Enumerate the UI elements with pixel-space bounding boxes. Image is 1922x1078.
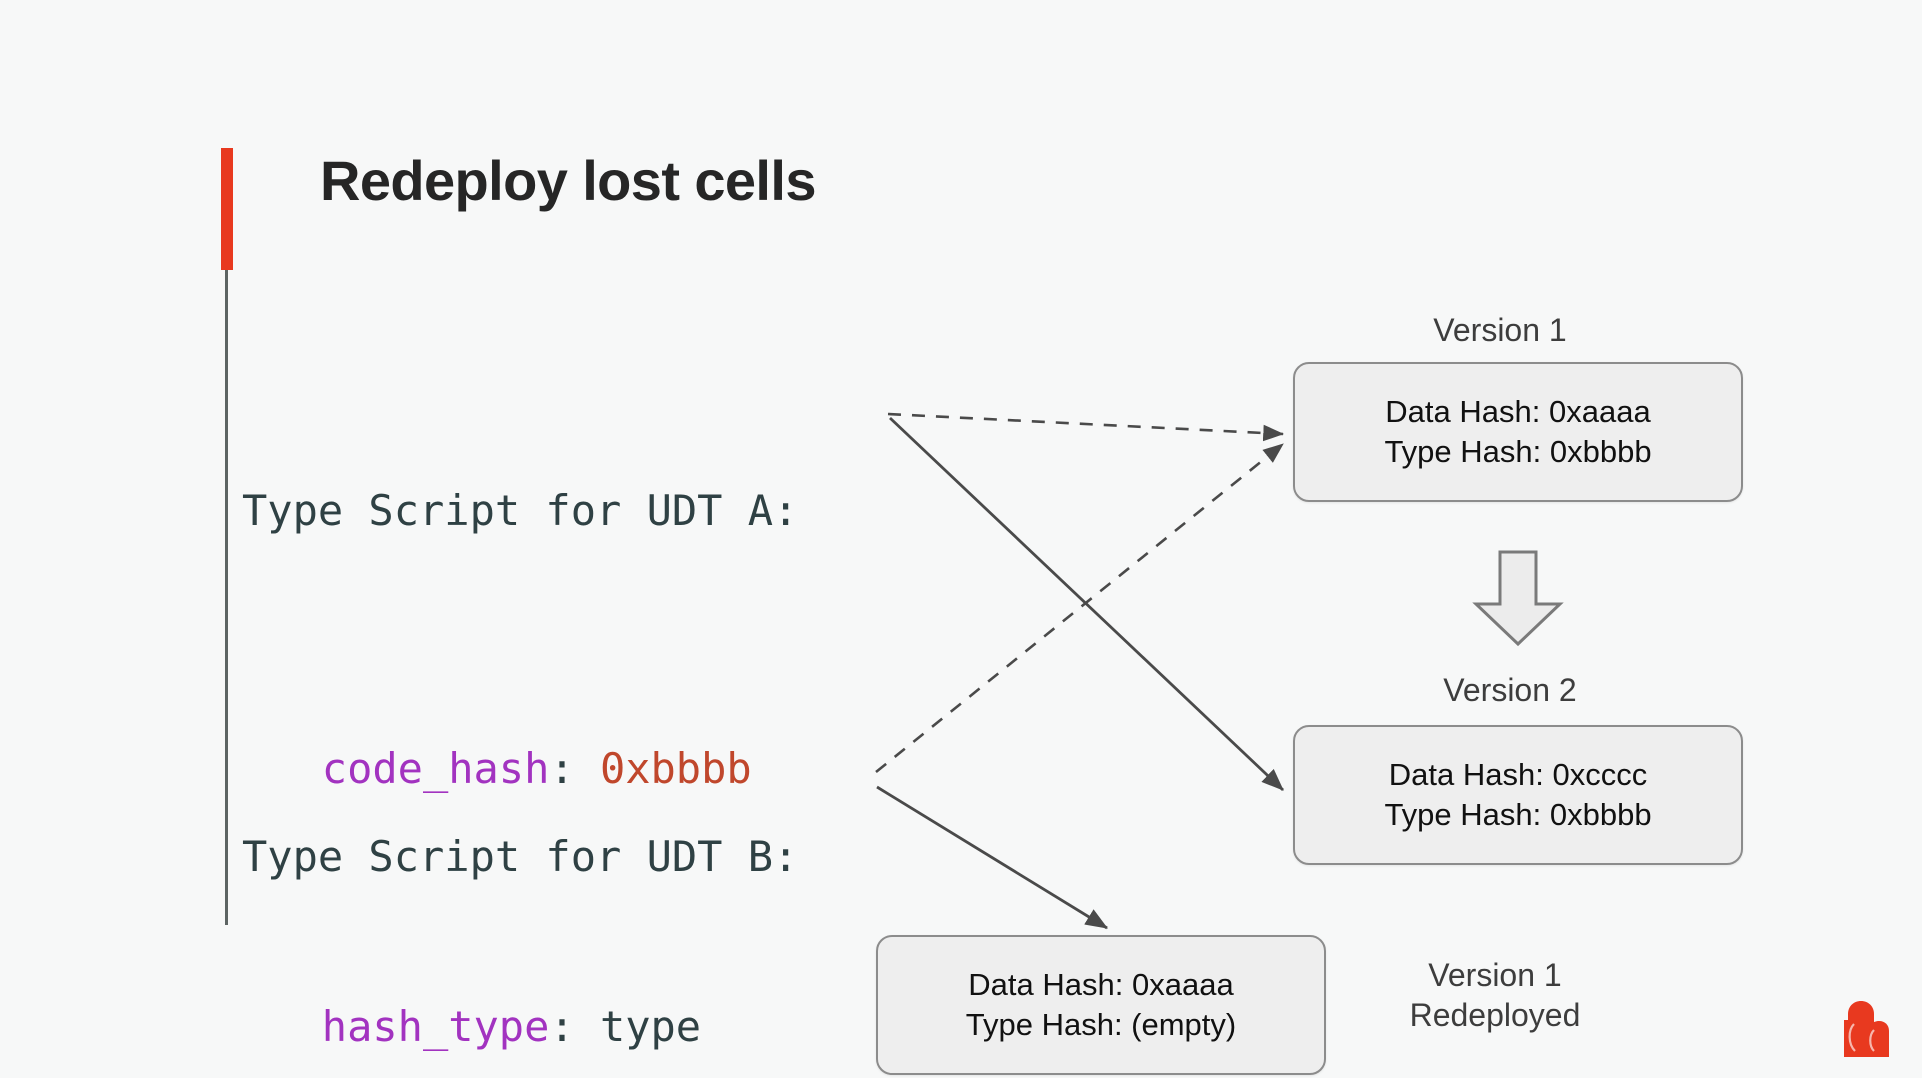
code-separator-a-0: : <box>549 744 600 793</box>
redeployed-type-hash: Type Hash: (empty) <box>965 1007 1237 1042</box>
code-key-code-hash-a: code_hash <box>321 744 550 793</box>
title-accent-bar <box>221 148 233 270</box>
code-key-hash-type-a: hash_type <box>321 1002 550 1051</box>
page-title: Redeploy lost cells <box>320 149 816 212</box>
code-line-hash-type-a: hash_type: type <box>242 984 798 1070</box>
version-2-data-hash: Data Hash: 0xcccc <box>1388 757 1648 793</box>
connector-udt-b-to-redeployed <box>876 785 1108 930</box>
code-value-hash-type-a: type <box>599 1002 702 1051</box>
connector-udt-b-to-version1 <box>875 442 1284 774</box>
version-1-redeployed-label: Version 1 Redeployed <box>1409 957 1581 1033</box>
code-separator-a-1: : <box>549 1002 600 1051</box>
version-1-label: Version 1 <box>1433 312 1567 348</box>
version-1-type-hash: Type Hash: 0xbbbb <box>1384 434 1652 469</box>
redeployed-data-hash: Data Hash: 0xaaaa <box>968 967 1234 1003</box>
code-line-code-hash-a: code_hash: 0xbbbb <box>242 726 798 812</box>
code-header-udt-a: Type Script for UDT A: <box>242 486 799 535</box>
down-arrow-icon <box>1472 550 1564 647</box>
version-2-label: Version 2 <box>1443 672 1577 708</box>
version-1-data-hash: Data Hash: 0xaaaa <box>1385 394 1651 430</box>
nervos-gorilla-logo-icon <box>1844 1001 1889 1057</box>
version-2-cell-box: Data Hash: 0xcccc Type Hash: 0xbbbb <box>1293 725 1743 865</box>
version-2-type-hash: Type Hash: 0xbbbb <box>1384 797 1652 832</box>
redeployed-cell-box: Data Hash: 0xaaaa Type Hash: (empty) <box>876 935 1326 1075</box>
code-value-code-hash-a: 0xbbbb <box>599 744 752 793</box>
connector-udt-a-to-version1 <box>887 412 1285 442</box>
content-vertical-rule <box>225 270 228 925</box>
code-block-udt-b: Type Script for UDT B: code_hash: 0xaaaa… <box>242 642 798 1078</box>
code-header-udt-b: Type Script for UDT B: <box>242 832 799 881</box>
version-1-cell-box: Data Hash: 0xaaaa Type Hash: 0xbbbb <box>1293 362 1743 502</box>
code-line-code-hash-b: code_hash: 0xaaaa <box>242 1072 798 1078</box>
code-block-udt-a: Type Script for UDT A: code_hash: 0xbbbb… <box>242 296 798 1078</box>
connector-udt-a-to-version2 <box>889 416 1284 792</box>
